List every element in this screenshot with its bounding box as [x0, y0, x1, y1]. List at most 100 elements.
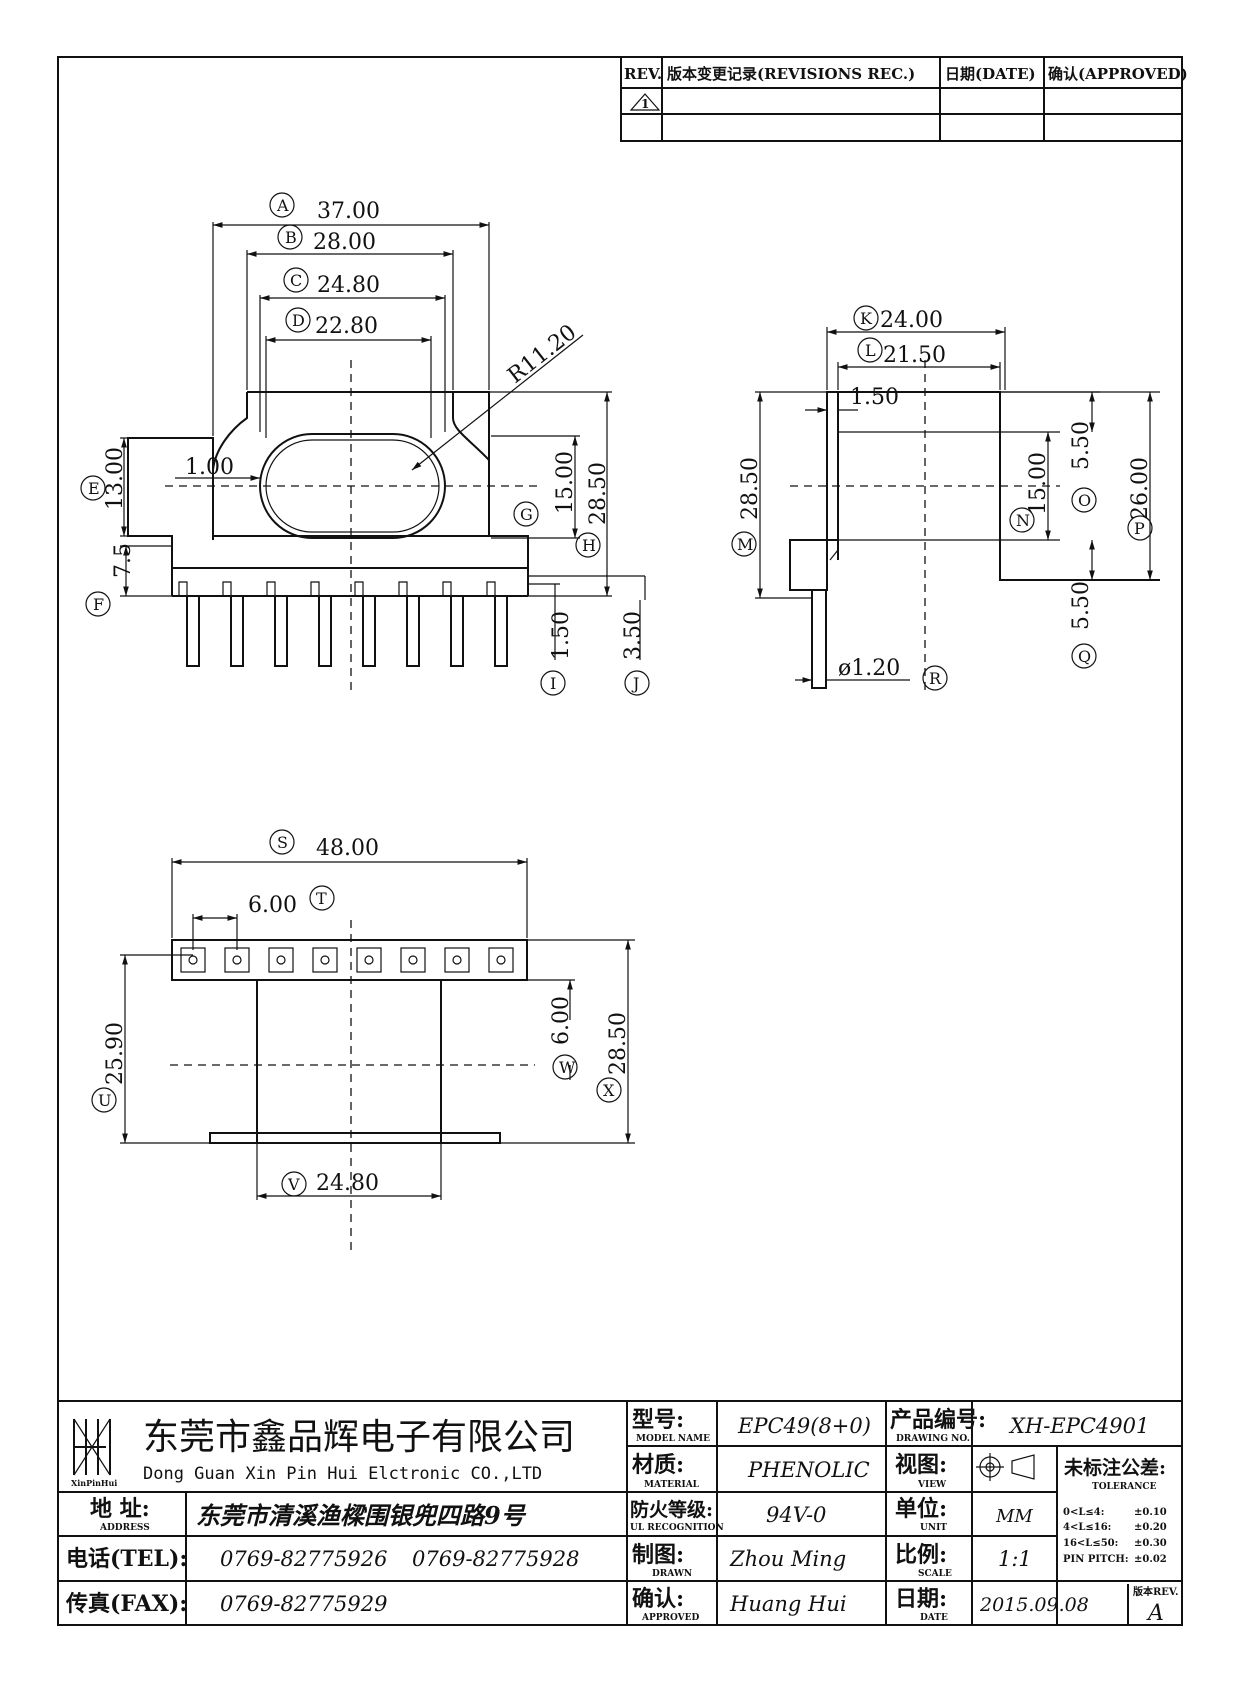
label-P: P — [1127, 515, 1153, 541]
tolerance-en: TOLERANCE — [1092, 1482, 1157, 1492]
label-K: K — [853, 305, 879, 331]
tolerance-range: PIN PITCH: — [1063, 1554, 1129, 1565]
company-logo-icon: XinPinHui — [71, 1418, 117, 1488]
dim-W: 6.00 — [549, 996, 574, 1045]
svg-text:N: N — [1016, 511, 1030, 530]
model-value: EPC49(8+0) — [737, 1414, 871, 1438]
tolerance-value: ±0.02 — [1134, 1554, 1167, 1565]
svg-text:D: D — [292, 311, 305, 330]
dim-F: 7.5 — [111, 543, 136, 578]
front-pin — [266, 581, 288, 667]
approved-label-en: APPROVED — [641, 1613, 700, 1623]
dim-G-15: 15.00 — [553, 451, 578, 514]
address-label-en: ADDRESS — [99, 1523, 150, 1533]
svg-text:F: F — [93, 595, 104, 614]
tolerance-value: ±0.30 — [1134, 1538, 1167, 1549]
front-view: 37.00 28.00 24.80 22.80 R11.20 1.00 13.0… — [80, 192, 650, 696]
front-pin — [178, 581, 200, 667]
svg-text:E: E — [88, 479, 100, 498]
dim-S: 48.00 — [316, 836, 379, 861]
flame-value: 94V-0 — [766, 1503, 826, 1527]
scale-label-en: SCALE — [918, 1569, 952, 1579]
front-pin — [398, 581, 420, 667]
svg-text:M: M — [737, 535, 753, 554]
bottom-pins — [180, 947, 514, 973]
revision-triangle-icon: 1 — [629, 93, 661, 111]
dim-E: 13.00 — [103, 447, 128, 510]
drawing-no-value: XH-EPC4901 — [1008, 1414, 1149, 1438]
svg-text:XinPinHui: XinPinHui — [71, 1478, 117, 1488]
svg-text:T: T — [316, 889, 327, 908]
date-label: 日期: — [895, 1586, 947, 1612]
tolerance-title: 未标注公差: — [1063, 1456, 1166, 1479]
side-view: 24.00 21.50 1.50 28.50 15.00 5.50 26.00 … — [731, 305, 1160, 691]
view-label-en: VIEW — [917, 1480, 947, 1490]
label-D: D — [285, 307, 311, 333]
rev-col-header: REV. — [624, 65, 662, 83]
bottom-pin — [444, 947, 470, 973]
material-label: 材质: — [632, 1452, 684, 1478]
front-pin — [354, 581, 376, 667]
bottom-view: 48.00 6.00 25.90 24.80 6.00 28.50 S T U … — [91, 829, 635, 1250]
material-label-en: MATERIAL — [644, 1480, 700, 1490]
drawn-value: Zhou Ming — [729, 1547, 846, 1571]
svg-text:V: V — [287, 1175, 300, 1194]
fax-label: 传真(FAX): — [65, 1591, 187, 1617]
tolerance-range: 16<L≤50: — [1063, 1538, 1118, 1549]
svg-text:H: H — [582, 536, 596, 555]
scale-value: 1:1 — [998, 1547, 1032, 1571]
dim-U: 25.90 — [103, 1022, 128, 1085]
dim-A: 37.00 — [317, 199, 380, 224]
dim-D: 22.80 — [315, 314, 378, 339]
svg-text:U: U — [98, 1091, 111, 1110]
svg-text:O: O — [1078, 491, 1091, 510]
tel-label: 电话(TEL): — [66, 1546, 188, 1572]
date-col-header: 日期(DATE) — [945, 65, 1036, 83]
label-E: E — [80, 475, 106, 501]
unit-label: 单位: — [895, 1496, 947, 1522]
bottom-pin — [356, 947, 382, 973]
label-F: F — [85, 591, 111, 617]
dim-small-1-50: 1.50 — [850, 385, 899, 410]
svg-text:X: X — [603, 1081, 615, 1100]
svg-text:P: P — [1134, 519, 1145, 538]
front-pins — [178, 581, 508, 667]
svg-text:W: W — [559, 1058, 576, 1077]
dim-R-diameter: ø1.20 — [838, 656, 900, 681]
dim-M: 28.50 — [738, 457, 763, 520]
dim-I: 1.50 — [549, 611, 574, 660]
label-N: N — [1009, 507, 1035, 533]
model-label: 型号: — [632, 1407, 684, 1433]
approved-value: Huang Hui — [729, 1592, 847, 1616]
date-value: 2015.09.08 — [979, 1594, 1089, 1616]
approved-label: 确认: — [632, 1586, 684, 1612]
dim-V: 24.80 — [316, 1171, 379, 1196]
label-A: A — [269, 192, 295, 218]
flame-label-en: UL RECOGNITION — [630, 1523, 724, 1533]
svg-text:G: G — [520, 505, 533, 524]
tolerance-value: ±0.20 — [1134, 1522, 1167, 1533]
dim-L: 21.50 — [883, 343, 946, 368]
dim-H: 28.50 — [586, 462, 611, 525]
front-pin — [486, 581, 508, 667]
tolerance-table: 0<L≤4: ±0.10 4<L≤16: ±0.20 16<L≤50: ±0.3… — [1063, 1507, 1167, 1565]
bottom-pin — [488, 947, 514, 973]
bottom-pin — [180, 947, 206, 973]
bottom-pin — [224, 947, 250, 973]
svg-text:C: C — [290, 271, 302, 290]
company-name-cn: 东莞市鑫品辉电子有限公司 — [143, 1417, 575, 1458]
flame-label: 防火等级: — [630, 1498, 713, 1521]
svg-text:A: A — [276, 196, 289, 215]
dim-J: 3.50 — [621, 611, 646, 660]
label-L: L — [857, 337, 883, 363]
svg-text:I: I — [550, 674, 556, 693]
svg-text:J: J — [631, 674, 639, 693]
fax-value: 0769-82775929 — [220, 1592, 387, 1616]
label-M: M — [731, 531, 757, 557]
unit-value: MM — [995, 1506, 1033, 1527]
front-pin — [310, 581, 332, 667]
label-G: G — [513, 501, 539, 527]
label-I: I — [540, 670, 566, 696]
dim-C: 24.80 — [317, 273, 380, 298]
